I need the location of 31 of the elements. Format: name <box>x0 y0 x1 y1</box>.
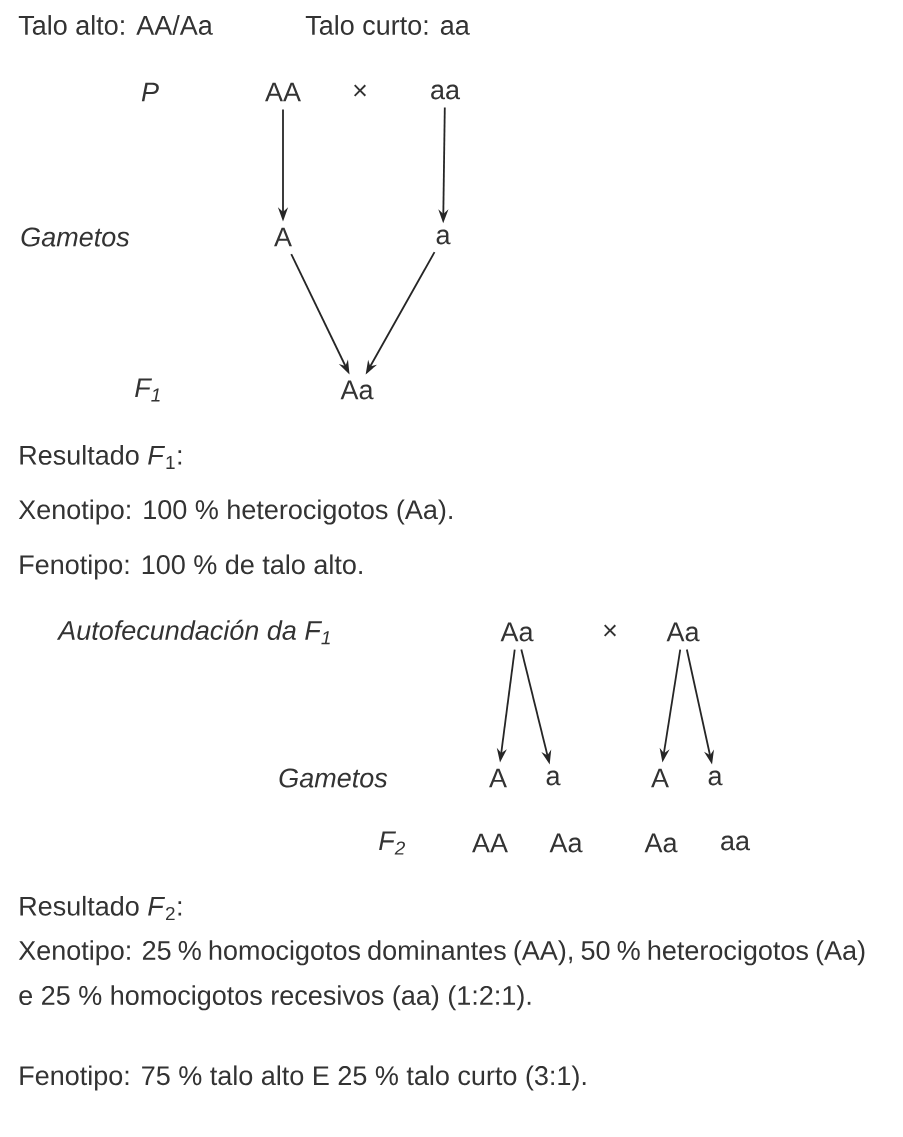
result-text: Xenotipo: 100 % heterocigotos (Aa). <box>18 499 452 525</box>
allele-text: A <box>489 768 507 788</box>
genotype-text: Aa <box>549 833 583 853</box>
allele-text: A <box>274 227 292 247</box>
cross-sign: × <box>354 84 367 97</box>
legend-text: Talo curto: aa <box>305 15 470 35</box>
allele-text: a <box>546 770 561 786</box>
row-label: Gametos <box>279 768 388 788</box>
allele-text: a <box>708 770 723 786</box>
result-text: Fenotipo: 75 % talo alto E 25 % talo curto (3:1). <box>20 1065 586 1091</box>
allele-text: Aa <box>340 380 374 400</box>
result-heading: Resultado F$_{1}$: <box>20 445 182 469</box>
genotype-text: aa <box>721 835 751 851</box>
row-label: F$_{2}$ <box>379 831 405 855</box>
row-label: Autofecundación da F$_{1}$ <box>56 619 330 645</box>
row-label: F$_{1}$ <box>135 378 160 402</box>
allele-text: A <box>651 768 669 788</box>
result-heading: Resultado F$_{2}$: <box>20 895 182 921</box>
row-label: P <box>141 82 159 102</box>
result-text: Xenotipo: 25 % homocigotos dominantes (AA), 50 % heterocigotos (Aa) e 25 % homocigotos recesivos (aa) (1:2:1). <box>18 940 865 1011</box>
genotype-text: Aa <box>644 833 678 853</box>
result-text: Fenotipo: 100 % de talo alto. <box>20 554 362 580</box>
allele-text: Aa <box>666 622 700 642</box>
genotype-text: AA <box>472 833 508 853</box>
allele-text: AA <box>265 82 301 102</box>
allele-text: a <box>436 229 451 245</box>
legend-text: Talo alto: AA/Aa <box>18 15 213 35</box>
allele-text: aa <box>431 84 460 100</box>
allele-text: Aa <box>500 622 534 642</box>
cross-sign: × <box>604 624 617 637</box>
row-label: Gametos <box>21 227 130 247</box>
